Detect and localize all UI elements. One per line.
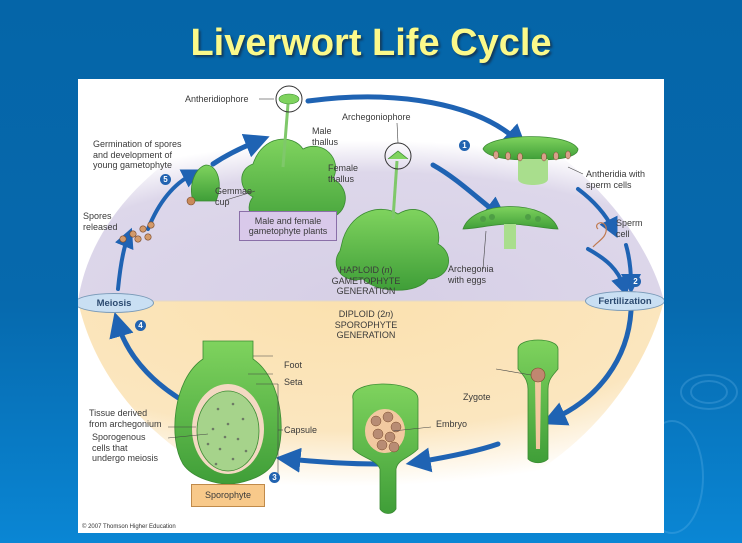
step-badge-1: 1 bbox=[459, 140, 470, 151]
label-tissue-derived: Tissue derived from archegonium bbox=[89, 408, 162, 429]
archegonia-illustration bbox=[462, 206, 559, 249]
diploid-label-line3: GENERATION bbox=[336, 330, 396, 340]
diploid-label-line1: DIPLOID (2 bbox=[338, 309, 386, 319]
arrow-zygote-to-embryo bbox=[405, 441, 501, 473]
fertilization-stage: Fertilization bbox=[585, 291, 664, 311]
arrow-germination-to-thallus bbox=[210, 134, 270, 167]
diploid-label-paren: ) bbox=[390, 309, 394, 319]
sporophyte-box: Sporophyte bbox=[191, 484, 265, 507]
step-badge-3: 3 bbox=[269, 472, 280, 483]
water-ripple-decoration bbox=[680, 374, 738, 410]
male-thallus-illustration bbox=[241, 85, 346, 236]
label-archegoniophore: Archegoniophore bbox=[342, 112, 411, 122]
arrow-antheridiophore-to-antheridia bbox=[305, 94, 528, 150]
diagram-canvas bbox=[78, 85, 664, 520]
gametophyte-plants-box: Male and female gametophyte plants bbox=[239, 211, 337, 241]
meiosis-stage: Meiosis bbox=[78, 293, 154, 313]
label-embryo: Embryo bbox=[436, 419, 468, 429]
sperm-cell-illustration bbox=[592, 222, 607, 248]
label-antheridiophore: Antheridiophore bbox=[185, 94, 249, 104]
arrow-archegonia-to-fertilization bbox=[586, 247, 631, 297]
label-sperm-cell: Sperm cell bbox=[616, 218, 643, 239]
diploid-n: n bbox=[385, 309, 391, 319]
step-badge-5: 5 bbox=[160, 174, 171, 185]
arrow-antheridia-to-sperm bbox=[576, 187, 618, 238]
young-gametophyte-illustration bbox=[186, 164, 220, 206]
leader-lines bbox=[167, 98, 584, 481]
haploid-generation-label: HAPLOID (n) GAMETOPHYTE GENERATION bbox=[316, 265, 416, 297]
step-badge-2: 2 bbox=[630, 276, 641, 287]
label-gemmae-cup: Gemmae cup bbox=[215, 186, 253, 207]
step-badge-4: 4 bbox=[135, 320, 146, 331]
arrow-embryo-to-sporophyte bbox=[275, 447, 381, 473]
label-antheridia: Antheridia with sperm cells bbox=[586, 169, 646, 190]
label-seta: Seta bbox=[284, 377, 303, 387]
label-foot: Foot bbox=[284, 360, 303, 370]
haploid-label-line3: GENERATION bbox=[336, 286, 396, 296]
antheridia-illustration bbox=[482, 136, 579, 185]
haploid-label-line1: HAPLOID ( bbox=[339, 265, 385, 275]
arrow-meiosis-to-spores bbox=[114, 227, 134, 291]
slide-title: Liverwort Life Cycle bbox=[190, 22, 552, 64]
label-male-thallus: Male thallus bbox=[312, 126, 339, 147]
label-sporogenous-cells: Sporogenous cells that undergo meiosis bbox=[92, 432, 159, 463]
label-germination: Germination of spores and development of… bbox=[93, 139, 182, 170]
label-archegonia: Archegonia with eggs bbox=[448, 264, 494, 285]
copyright-notice: © 2007 Thomson Higher Education bbox=[82, 524, 176, 530]
spores-illustration bbox=[119, 221, 155, 243]
sporophyte-illustration bbox=[174, 340, 282, 485]
label-female-thallus: Female thallus bbox=[328, 163, 359, 184]
haploid-label-paren: ) bbox=[389, 265, 393, 275]
cycle-arrows bbox=[109, 94, 641, 473]
haploid-n: n bbox=[384, 265, 390, 275]
embryo-illustration bbox=[352, 383, 419, 514]
label-zygote: Zygote bbox=[463, 392, 491, 402]
label-capsule: Capsule bbox=[284, 425, 318, 435]
life-cycle-diagram: HAPLOID (n) GAMETOPHYTE GENERATION DIPLO… bbox=[78, 79, 664, 533]
label-spores-released: Spores released bbox=[83, 211, 118, 232]
female-thallus-illustration bbox=[335, 142, 449, 291]
zygote-illustration bbox=[517, 339, 559, 464]
haploid-label-line2: GAMETOPHYTE bbox=[331, 275, 401, 286]
diploid-generation-label: DIPLOID (2n) SPOROPHYTE GENERATION bbox=[316, 309, 416, 341]
arrow-fertilization-to-zygote bbox=[541, 308, 634, 426]
diploid-label-line2: SPOROPHYTE bbox=[334, 319, 398, 330]
